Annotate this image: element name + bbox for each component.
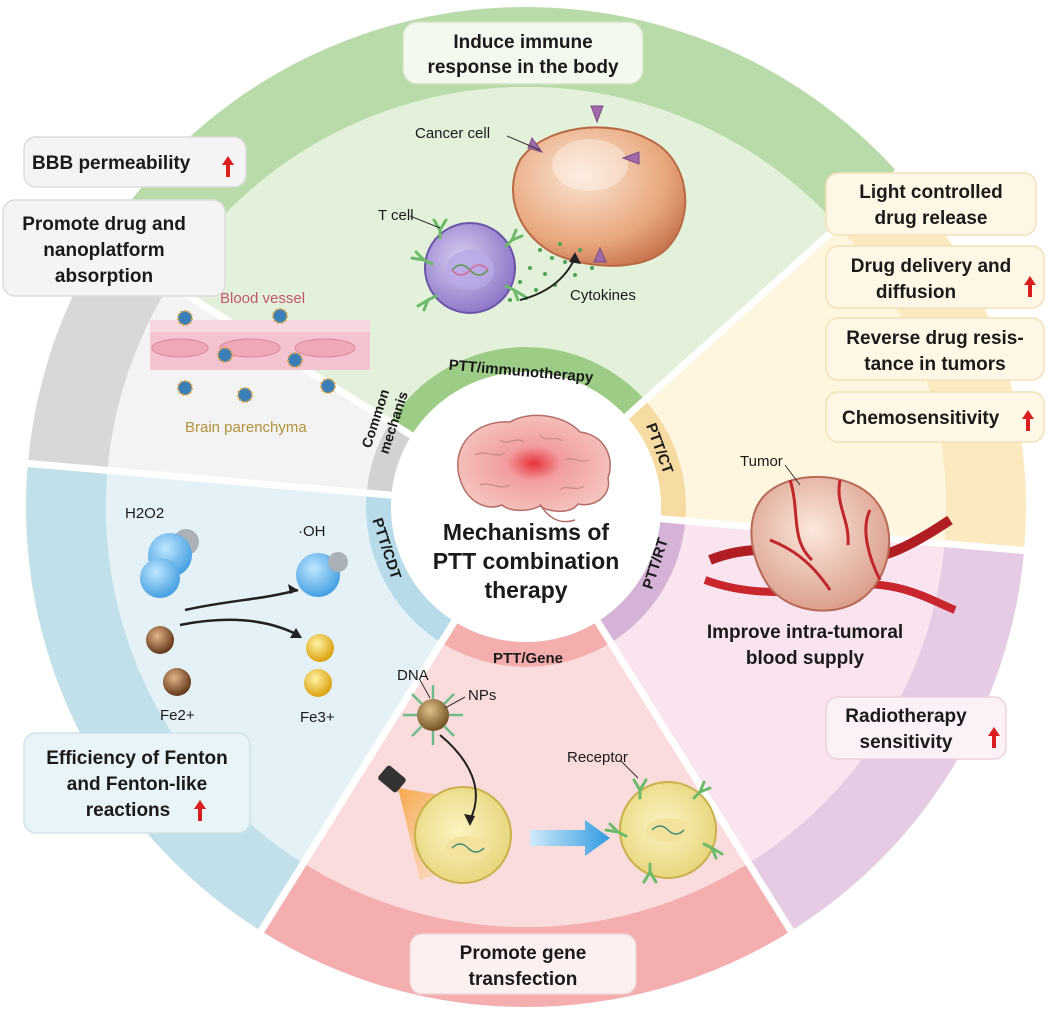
dna-label: DNA bbox=[397, 667, 429, 684]
svg-text:Efficiency of Fenton: Efficiency of Fenton bbox=[46, 748, 228, 769]
increase-arrow-icon bbox=[222, 156, 234, 177]
cdt-illustration: H2O2 ·OH Fe2+ Fe3+ bbox=[125, 505, 348, 726]
transfection-arrow bbox=[530, 820, 610, 856]
svg-text:sensitivity: sensitivity bbox=[860, 732, 953, 753]
svg-text:Reverse drug resis-: Reverse drug resis- bbox=[846, 328, 1023, 349]
nps-label: NPs bbox=[468, 687, 496, 704]
h2o2-label: H2O2 bbox=[125, 505, 164, 522]
svg-text:Chemosensitivity: Chemosensitivity bbox=[842, 408, 1000, 429]
rt-effect-line1: Improve intra-tumoral bbox=[707, 622, 903, 643]
ct-label-band bbox=[626, 399, 686, 521]
center-title-line1: Mechanisms of bbox=[443, 519, 609, 545]
cytokine-dots bbox=[508, 242, 594, 302]
blood-vessel-label: Blood vessel bbox=[220, 290, 305, 307]
segment-divider bbox=[22, 459, 392, 499]
svg-text:BBB permeability: BBB permeability bbox=[32, 153, 191, 174]
svg-text:nanoplatform: nanoplatform bbox=[43, 240, 164, 261]
cancer-cell-label: Cancer cell bbox=[415, 125, 490, 142]
outcome-promote-drug: Promote drug and nanoplatform absorption bbox=[2, 199, 226, 297]
outcome-boxes: Induce immune response in the body BBB p… bbox=[2, 21, 1045, 995]
outcome-bbb: BBB permeability bbox=[23, 136, 247, 188]
svg-text:tance in tumors: tance in tumors bbox=[864, 354, 1005, 375]
svg-text:Promote gene: Promote gene bbox=[460, 943, 587, 964]
tumor-shape bbox=[750, 475, 891, 612]
svg-text:Drug delivery and: Drug delivery and bbox=[851, 256, 1012, 277]
outcome-gene: Promote gene transfection bbox=[409, 933, 637, 995]
outcome-cdt: Efficiency of Fenton and Fenton-like rea… bbox=[23, 732, 251, 834]
oh-label: ·OH bbox=[298, 523, 326, 540]
cancer-cell bbox=[511, 126, 687, 267]
center-title-line3: therapy bbox=[484, 577, 567, 603]
rt-inner-field bbox=[610, 520, 945, 864]
outcome-ct-4: Chemosensitivity bbox=[825, 391, 1045, 443]
increase-arrow-icon bbox=[1022, 410, 1034, 431]
outcome-ct-2: Drug delivery and diffusion bbox=[825, 245, 1045, 309]
svg-text:Induce immune: Induce immune bbox=[453, 32, 592, 53]
svg-text:drug release: drug release bbox=[875, 208, 988, 229]
tumor-label: Tumor bbox=[740, 453, 783, 470]
cytokine-arrow bbox=[519, 257, 576, 301]
brain-icon bbox=[457, 414, 611, 513]
fe2-label: Fe2+ bbox=[160, 707, 195, 724]
gene-illustration: DNA NPs Receptor bbox=[378, 667, 724, 884]
svg-text:Promote drug and: Promote drug and bbox=[22, 214, 186, 235]
increase-arrow-icon bbox=[988, 727, 1000, 748]
gene-label-band bbox=[441, 621, 611, 668]
immuno-label-band bbox=[390, 347, 645, 436]
cytokines-label: Cytokines bbox=[570, 287, 636, 304]
immuno-outer-band bbox=[101, 6, 898, 285]
svg-text:reactions: reactions bbox=[86, 800, 170, 821]
cdt-label-band bbox=[366, 493, 455, 643]
common-outer-band bbox=[27, 242, 170, 471]
immunotherapy-illustration: Cancer cell T cell Cytokines bbox=[378, 105, 687, 314]
receptor-label: Receptor bbox=[567, 749, 628, 766]
rt-label-band bbox=[597, 518, 686, 643]
center-hub: Mechanisms of PTT combination therapy bbox=[391, 372, 661, 642]
common-label-band bbox=[366, 422, 412, 496]
segment-divider bbox=[594, 619, 797, 938]
common-illustration: Blood vessel Brain parenchyma bbox=[150, 290, 370, 436]
segment-divider bbox=[255, 619, 458, 938]
svg-text:absorption: absorption bbox=[55, 266, 153, 287]
nanoparticle bbox=[417, 699, 449, 731]
svg-text:transfection: transfection bbox=[469, 969, 578, 990]
svg-text:diffusion: diffusion bbox=[876, 282, 956, 303]
rt-effect-line2: blood supply bbox=[746, 648, 865, 669]
label-gene: PTT/Gene bbox=[493, 650, 563, 667]
outcome-immune: Induce immune response in the body bbox=[402, 21, 644, 85]
svg-text:and Fenton-like: and Fenton-like bbox=[67, 774, 207, 795]
brain-parenchyma-label: Brain parenchyma bbox=[185, 419, 307, 436]
outcome-ct-3: Reverse drug resis- tance in tumors bbox=[825, 317, 1045, 381]
target-cell bbox=[414, 786, 512, 884]
center-title-line2: PTT combination bbox=[433, 548, 620, 574]
nanoparticles bbox=[177, 308, 336, 403]
increase-arrow-icon bbox=[194, 800, 206, 821]
t-cell-label: T cell bbox=[378, 207, 414, 224]
svg-text:response in the body: response in the body bbox=[427, 57, 619, 78]
outcome-rt: Radiotherapy sensitivity bbox=[825, 696, 1007, 760]
outcome-ct-1: Light controlled drug release bbox=[825, 172, 1037, 236]
svg-text:Light controlled: Light controlled bbox=[859, 182, 1003, 203]
svg-text:Radiotherapy: Radiotherapy bbox=[845, 706, 967, 727]
rt-illustration: Tumor Improve intra-tumoral blood supply bbox=[703, 453, 957, 669]
increase-arrow-icon bbox=[1024, 276, 1036, 297]
cdt-inner-field bbox=[106, 470, 442, 864]
fe3-label: Fe3+ bbox=[300, 709, 335, 726]
